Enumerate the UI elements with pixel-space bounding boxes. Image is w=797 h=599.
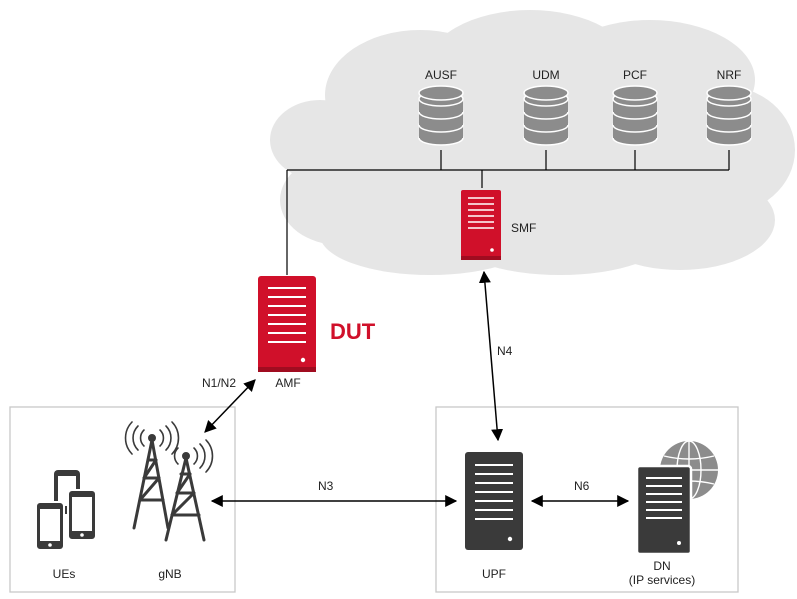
database-icon (523, 85, 569, 146)
database-icon (418, 85, 464, 146)
dn-server-icon (635, 464, 693, 556)
ran-box (9, 406, 236, 593)
udm-label: UDM (532, 68, 559, 82)
ausf-label: AUSF (425, 68, 457, 82)
nrf-label: NRF (717, 68, 742, 82)
n1n2-link (204, 379, 256, 433)
upf-label: UPF (482, 567, 506, 581)
dut-label: DUT (330, 319, 376, 344)
pcf-label: PCF (623, 68, 647, 82)
cell-tower-icon (124, 421, 214, 542)
smf-server-icon (461, 190, 501, 260)
amf-label: AMF (275, 376, 300, 390)
dn-label: DN (653, 559, 670, 573)
link-arrows (204, 270, 630, 507)
service-bus (286, 150, 730, 275)
n1n2-label: N1/N2 (202, 376, 236, 390)
upf-server-icon (465, 452, 523, 550)
gnb-label: gNB (158, 567, 181, 581)
amf-server-icon (258, 276, 316, 372)
dn-sub-label: (IP services) (629, 573, 695, 587)
database-icon (706, 85, 752, 146)
database-icon (612, 85, 658, 146)
smf-label: SMF (511, 221, 536, 235)
phones-icon (35, 470, 97, 551)
ues-label: UEs (53, 567, 76, 581)
n4-link (478, 270, 504, 442)
core-cloud (270, 10, 795, 275)
n6-label: N6 (574, 479, 590, 493)
n3-label: N3 (318, 479, 334, 493)
n4-label: N4 (497, 344, 513, 358)
